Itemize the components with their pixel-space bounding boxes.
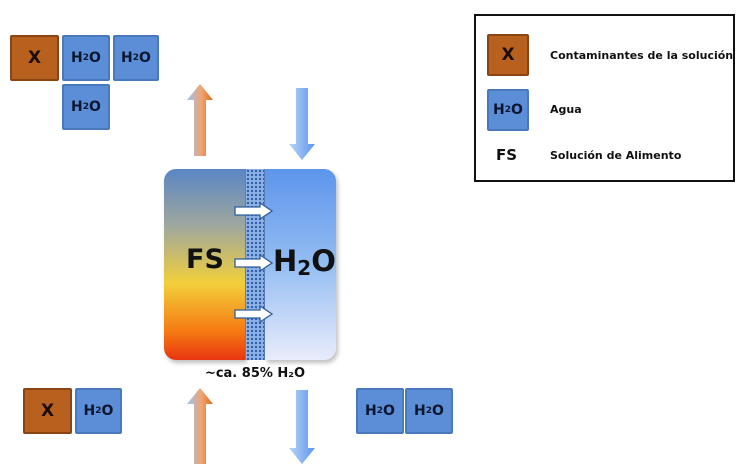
feed-out-arrow-icon [187, 84, 213, 156]
contaminant-tile-top: X [10, 35, 59, 81]
feed-in-arrow-icon [187, 388, 213, 464]
legend-feed-symbol: FS [496, 146, 518, 164]
legend-contaminant-swatch: X [487, 34, 529, 76]
legend-feed-label: Solución de Alimento [550, 149, 682, 162]
water-transfer-arrow-icon [234, 201, 274, 221]
draw-in-arrow-icon [289, 88, 315, 160]
draw-out-arrow-icon [289, 390, 315, 464]
water-transfer-arrow-icon [234, 304, 274, 324]
contaminant-symbol: X [27, 48, 42, 68]
recovery-caption: ~ca. 85% H₂O [204, 366, 306, 381]
contaminant-symbol: X [40, 401, 55, 421]
draw-chamber-label: H2O [273, 244, 336, 280]
water-transfer-arrow-icon [234, 253, 274, 273]
contaminant-tile-bottom: X [23, 388, 72, 434]
legend-water-label: Agua [550, 103, 582, 116]
feed-chamber-label: FS [186, 244, 224, 275]
feed-solution-chamber [164, 169, 245, 360]
draw-solution-chamber [265, 169, 336, 360]
legend-contaminant-label: Contaminantes de la solución [550, 49, 734, 62]
